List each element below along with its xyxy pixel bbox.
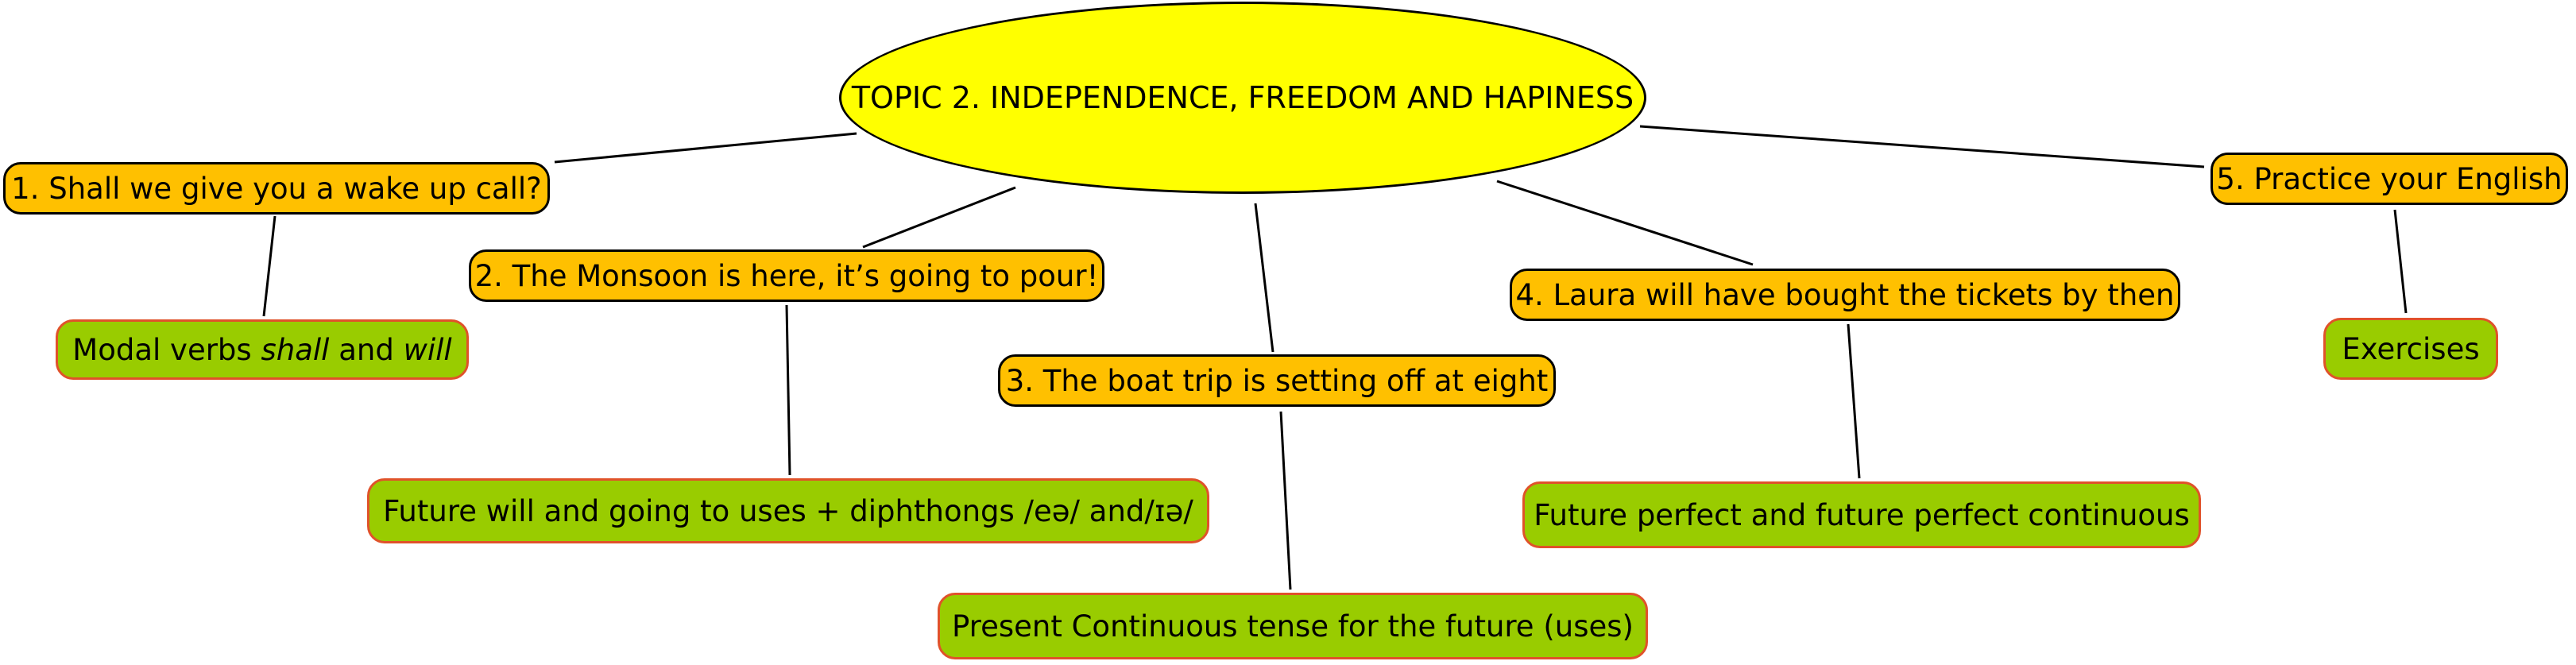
detail-node-3[interactable]: Present Continuous tense for the future … (938, 593, 1648, 659)
detail-label-1: Modal verbs shall and will (72, 333, 451, 367)
topic-label-1: 1. Shall we give you a wake up call? (11, 171, 542, 206)
topic-label-4: 4. Laura will have bought the tickets by… (1515, 277, 2175, 312)
detail-label-4: Future perfect and future perfect contin… (1534, 497, 2190, 532)
topic-label-2: 2. The Monsoon is here, it’s going to po… (474, 258, 1099, 293)
topic-node-1[interactable]: 1. Shall we give you a wake up call? (3, 162, 550, 215)
detail-label-1-middle: and (329, 332, 404, 367)
detail-label-1-em-will: will (403, 332, 452, 367)
detail-label-5: Exercises (2342, 331, 2480, 366)
topic-label-3: 3. The boat trip is setting off at eight (1005, 363, 1549, 398)
detail-label-1-prefix: Modal verbs (72, 332, 261, 367)
detail-label-1-em-shall: shall (261, 332, 330, 367)
topic-label-5: 5. Practice your English (2216, 161, 2562, 196)
topic-node-3[interactable]: 3. The boat trip is setting off at eight (998, 354, 1556, 407)
central-topic[interactable]: TOPIC 2. INDEPENDENCE, FREEDOM AND HAPIN… (839, 2, 1646, 194)
detail-node-1[interactable]: Modal verbs shall and will (56, 319, 469, 380)
central-topic-label: TOPIC 2. INDEPENDENCE, FREEDOM AND HAPIN… (851, 80, 1634, 115)
connector-topic-2-detail-2 (785, 304, 791, 476)
connector-topic-5-detail-5 (2393, 209, 2408, 314)
detail-label-3: Present Continuous tense for the future … (952, 609, 1634, 644)
topic-node-5[interactable]: 5. Practice your English (2210, 153, 2568, 205)
connector-topic-3-detail-3 (1279, 411, 1292, 590)
detail-node-5[interactable]: Exercises (2323, 318, 2498, 380)
topic-node-4[interactable]: 4. Laura will have bought the tickets by… (1510, 269, 2180, 321)
detail-label-2: Future will and going to uses + diphthon… (383, 493, 1193, 528)
connector-topic-4-detail-4 (1847, 323, 1861, 479)
connector-central-topic-3 (1254, 203, 1274, 353)
connector-central-topic-4 (1496, 180, 1754, 266)
connector-central-topic-5 (1639, 125, 2205, 168)
detail-node-2[interactable]: Future will and going to uses + diphthon… (367, 478, 1209, 543)
connector-central-topic-1 (554, 132, 857, 164)
connector-topic-1-detail-1 (262, 215, 277, 317)
connector-central-topic-2 (862, 186, 1016, 249)
topic-node-2[interactable]: 2. The Monsoon is here, it’s going to po… (469, 249, 1104, 302)
detail-node-4[interactable]: Future perfect and future perfect contin… (1522, 481, 2201, 548)
